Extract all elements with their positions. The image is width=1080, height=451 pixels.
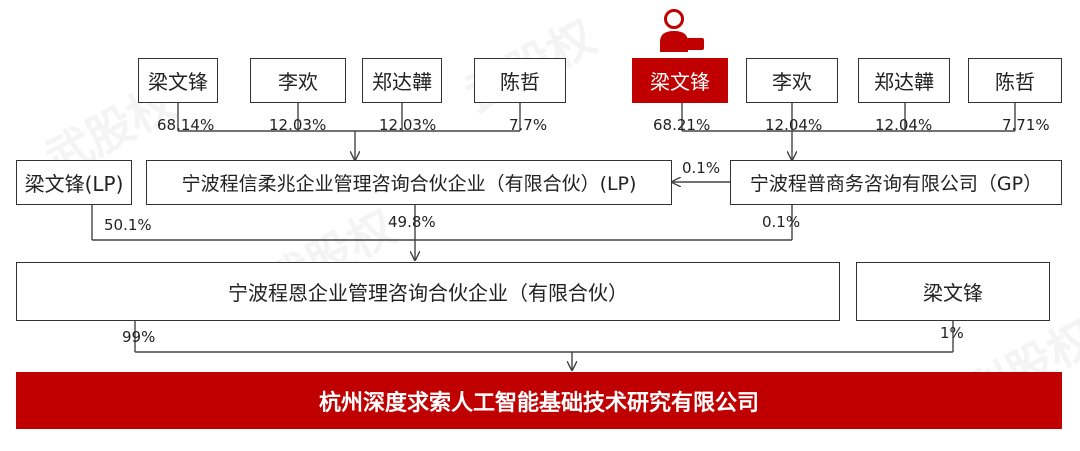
- share-percentage: 68.14%: [157, 116, 215, 134]
- share-percentage: 7.7%: [509, 116, 548, 134]
- share-percentage: 68.21%: [653, 116, 711, 134]
- share-percentage: 12.03%: [269, 116, 327, 134]
- gp-lp-percentage: 0.1%: [682, 159, 721, 177]
- shareholder-box: 陈哲: [474, 58, 566, 103]
- shareholder-box: 梁文锋: [138, 58, 218, 103]
- share-percentage: 12.04%: [875, 116, 933, 134]
- bottom-percentage: 99%: [122, 328, 156, 346]
- shareholder-box: 郑达韡: [362, 58, 442, 103]
- level3-percentage: 0.1%: [762, 213, 801, 231]
- shareholder-box: 李欢: [746, 58, 838, 103]
- level3-percentage: 50.1%: [104, 216, 152, 234]
- share-percentage: 7.71%: [1002, 116, 1050, 134]
- bottom-percentage: 1%: [940, 324, 964, 342]
- target-company-banner: 杭州深度求索人工智能基础技术研究有限公司: [16, 372, 1062, 429]
- lp-partnership-box: 宁波程信柔兆企业管理咨询合伙企业（有限合伙）(LP): [146, 160, 672, 205]
- gp-company-box: 宁波程普商务咨询有限公司（GP）: [730, 160, 1062, 205]
- shareholder-box: 郑达韡: [858, 58, 950, 103]
- level3-percentage: 49.8%: [388, 213, 436, 231]
- holding-partnership-box: 宁波程恩企业管理咨询合伙企业（有限合伙）: [16, 262, 840, 321]
- share-percentage: 12.03%: [379, 116, 437, 134]
- shareholder-box: 李欢: [250, 58, 346, 103]
- highlighted-shareholder-box: 梁文锋: [632, 58, 728, 103]
- individual-holder-box: 梁文锋: [856, 262, 1050, 321]
- lp-person-box: 梁文锋(LP): [16, 160, 132, 205]
- share-percentage: 12.04%: [765, 116, 823, 134]
- shareholder-box: 陈哲: [968, 58, 1062, 103]
- person-icon: [660, 9, 704, 52]
